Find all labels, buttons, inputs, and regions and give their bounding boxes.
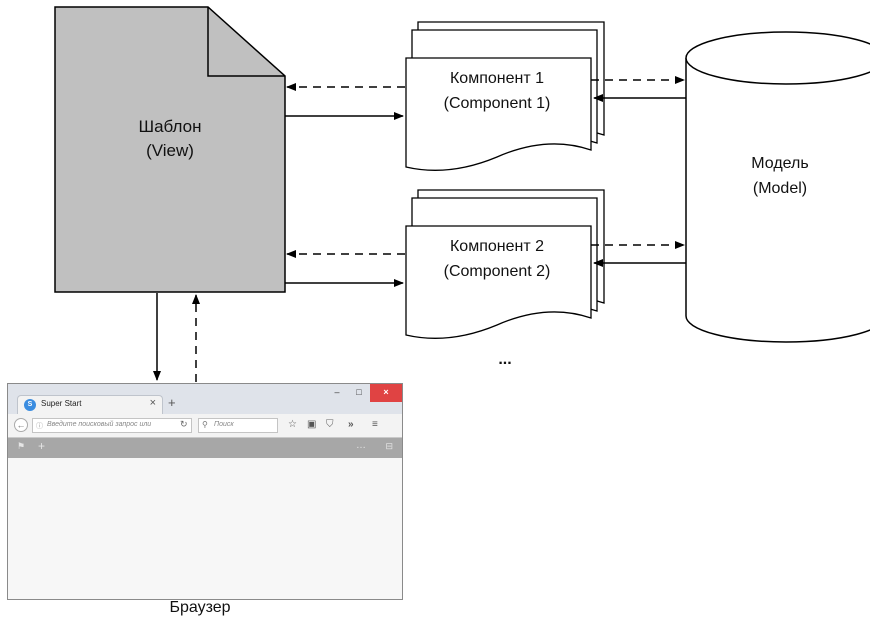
url-input[interactable]: ⓘ Введите поисковый запрос или [32,418,192,433]
close-window-icon[interactable]: × [370,384,402,402]
add-icon[interactable]: + [38,439,46,453]
pocket-icon[interactable]: ⛉ [326,419,334,430]
reload-icon[interactable]: ↻ [180,419,188,429]
browser-title-bar: S Super Start × + – □ × [8,384,402,414]
view-title: Шаблон [139,117,202,136]
window-controls: – □ × [326,384,402,402]
tab-manager-icon[interactable]: ⚑ [17,441,26,451]
more-components-ellipsis: ... [498,351,511,368]
browser-window: S Super Start × + – □ × ← ⓘ Введите поис… [7,383,403,600]
back-icon[interactable]: ← [14,418,28,432]
browser-label: Браузер [169,599,230,616]
component-2-subtitle: (Component 2) [444,263,551,280]
view-subtitle: (View) [146,141,194,160]
new-tab-icon[interactable]: + [168,395,176,410]
overflow-icon[interactable]: » [348,419,354,430]
settings-icon[interactable]: ⊟ [385,441,393,451]
component-1-subtitle: (Component 1) [444,95,551,112]
tab-favicon-icon: S [24,399,36,411]
info-icon: ⓘ [36,423,43,430]
search-placeholder: Поиск [214,421,234,428]
component-1-title: Компонент 1 [450,70,544,87]
browser-tab[interactable]: S Super Start × [17,395,163,414]
maximize-icon[interactable]: □ [356,387,362,397]
minimize-icon[interactable]: – [334,387,340,397]
model-title: Модель [751,155,808,172]
star-icon[interactable]: ☆ [288,419,297,430]
tab-title: Super Start [41,399,82,408]
component-2-title: Компонент 2 [450,238,544,255]
menu-icon[interactable]: ≡ [372,419,378,430]
view-document: Шаблон (View) [54,6,286,293]
browser-content-area [8,458,402,599]
clipboard-icon[interactable]: ▣ [307,419,317,430]
component-1-document: Компонент 1 (Component 1) [405,21,605,171]
component-2-document: Компонент 2 (Component 2) [405,189,605,339]
model-cylinder: Модель (Model) [685,31,870,343]
browser-secondary-toolbar: ⚑ + … ⊟ [8,438,402,458]
tab-close-icon[interactable]: × [149,397,156,409]
dots-icon[interactable]: … [356,440,366,451]
model-subtitle: (Model) [753,180,807,197]
search-icon: ⚲ [202,420,208,429]
browser-nav-bar: ← ⓘ Введите поисковый запрос или ↻ ⚲ Пои… [8,414,402,438]
url-placeholder: Введите поисковый запрос или [47,421,152,428]
search-input[interactable]: ⚲ Поиск [198,418,278,433]
